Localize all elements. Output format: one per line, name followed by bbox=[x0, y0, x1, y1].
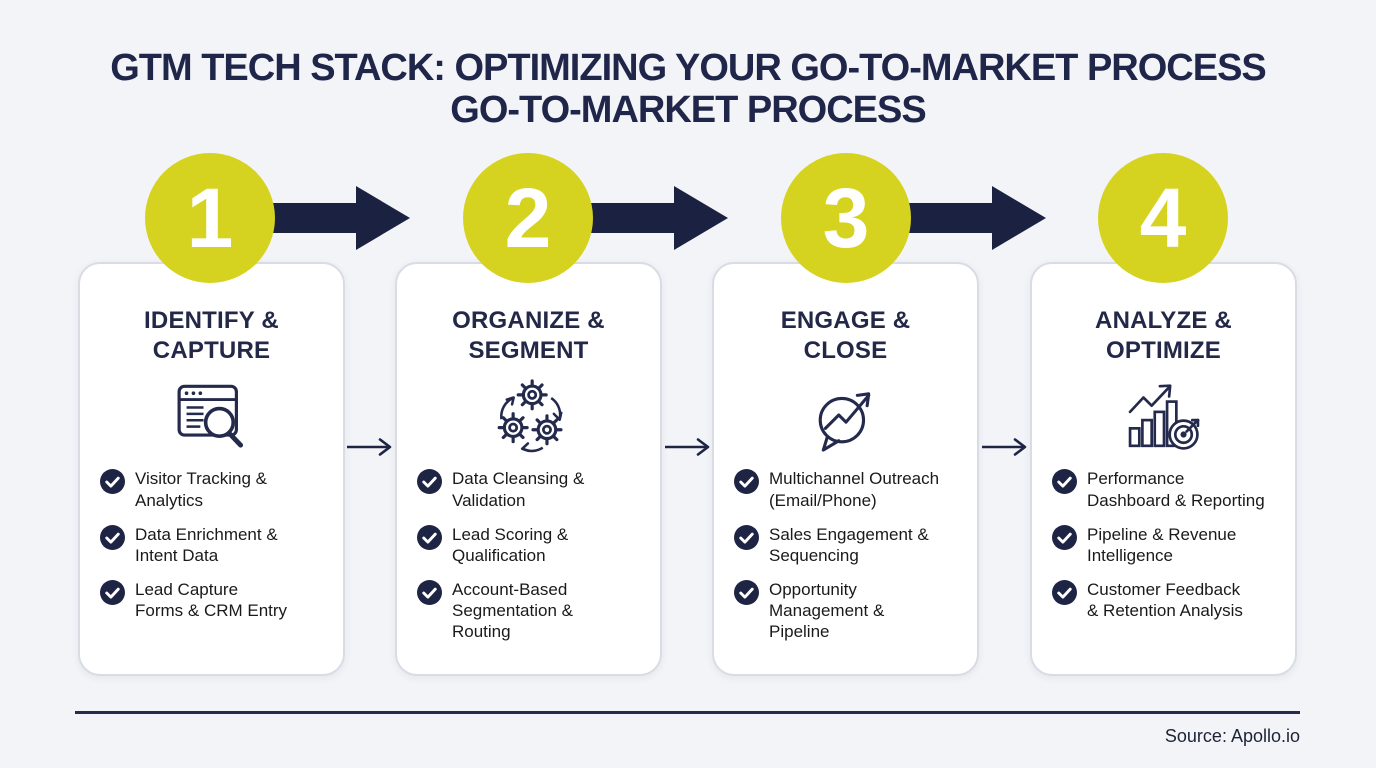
list-item: Pipeline & Revenue Intelligence bbox=[1052, 524, 1287, 566]
check-icon bbox=[100, 524, 125, 550]
list-item-label: Performance Dashboard & Reporting bbox=[1087, 469, 1265, 510]
list-item-label: Sales Engagement & Sequencing bbox=[769, 524, 929, 565]
step-card-engage-close: ENGAGE & CLOSE Multichannel Outreach (Em… bbox=[712, 262, 979, 676]
card-heading: ANALYZE & OPTIMIZE bbox=[1095, 307, 1232, 365]
chart-target-icon bbox=[1032, 372, 1295, 460]
list-item: Lead Capture Forms & CRM Entry bbox=[100, 579, 335, 621]
step-card-identify-capture: IDENTIFY & CAPTURE Visitor Tracking & An… bbox=[78, 262, 345, 676]
step-number: 1 bbox=[186, 170, 234, 265]
step-number-badge-3: 3 bbox=[781, 153, 911, 283]
list-item-label: Customer Feedback & Retention Analysis bbox=[1087, 579, 1243, 620]
step-arrow-icon bbox=[272, 186, 410, 250]
list-item: Sales Engagement & Sequencing bbox=[734, 524, 969, 566]
check-icon bbox=[417, 579, 442, 605]
card-checklist: Multichannel Outreach (Email/Phone) Sale… bbox=[734, 468, 969, 642]
step-arrow-icon bbox=[590, 186, 728, 250]
step-number-badge-1: 1 bbox=[145, 153, 275, 283]
check-icon bbox=[417, 524, 442, 550]
browser-search-icon bbox=[80, 372, 343, 460]
list-item-label: Data Cleansing & Validation bbox=[452, 469, 585, 510]
chat-growth-icon bbox=[714, 372, 977, 460]
title-line-1: GTM TECH STACK: OPTIMIZING YOUR GO-TO-MA… bbox=[110, 47, 1267, 89]
step-card-organize-segment: ORGANIZE & SEGMENT bbox=[395, 262, 662, 676]
card-checklist: Visitor Tracking & Analytics Data Enrich… bbox=[100, 468, 335, 620]
step-number-badge-4: 4 bbox=[1098, 153, 1228, 283]
list-item-label: Lead Capture Forms & CRM Entry bbox=[135, 579, 288, 620]
card-connector-arrow-icon bbox=[347, 438, 392, 456]
list-item-label: Data Enrichment & Intent Data bbox=[135, 524, 278, 565]
list-item-label: Account-Based Segmentation & Routing bbox=[452, 579, 573, 641]
card-checklist: Performance Dashboard & Reporting Pipeli… bbox=[1052, 468, 1287, 620]
title-line-2: GO-TO-MARKET PROCESS bbox=[450, 88, 926, 131]
list-item-label: Opportunity Management & Pipeline bbox=[769, 579, 885, 641]
step-number-badge-2: 2 bbox=[463, 153, 593, 283]
card-heading: ORGANIZE & SEGMENT bbox=[452, 307, 605, 365]
list-item: Opportunity Management & Pipeline bbox=[734, 579, 969, 642]
list-item: Data Enrichment & Intent Data bbox=[100, 524, 335, 566]
page-title: GTM TECH STACK: OPTIMIZING YOUR GO-TO-MA… bbox=[0, 47, 1376, 132]
list-item: Data Cleansing & Validation bbox=[417, 468, 652, 510]
check-icon bbox=[734, 579, 759, 605]
step-number: 4 bbox=[1139, 170, 1187, 265]
list-item: Customer Feedback & Retention Analysis bbox=[1052, 579, 1287, 621]
card-heading: IDENTIFY & CAPTURE bbox=[144, 307, 279, 365]
check-icon bbox=[100, 469, 125, 495]
list-item: Visitor Tracking & Analytics bbox=[100, 468, 335, 510]
step-arrow-icon bbox=[908, 186, 1046, 250]
card-checklist: Data Cleansing & Validation Lead Scoring… bbox=[417, 468, 652, 642]
check-icon bbox=[734, 469, 759, 495]
step-number: 3 bbox=[822, 170, 870, 265]
step-number: 2 bbox=[504, 170, 552, 265]
list-item: Multichannel Outreach (Email/Phone) bbox=[734, 468, 969, 510]
footer-divider bbox=[75, 711, 1300, 714]
check-icon bbox=[100, 579, 125, 605]
list-item-label: Multichannel Outreach (Email/Phone) bbox=[769, 469, 940, 510]
check-icon bbox=[1052, 524, 1077, 550]
list-item: Performance Dashboard & Reporting bbox=[1052, 468, 1287, 510]
card-connector-arrow-icon bbox=[665, 438, 710, 456]
check-icon bbox=[1052, 469, 1077, 495]
card-heading: ENGAGE & CLOSE bbox=[780, 307, 911, 365]
check-icon bbox=[1052, 579, 1077, 605]
check-icon bbox=[734, 524, 759, 550]
list-item-label: Lead Scoring & Qualification bbox=[452, 524, 569, 565]
step-card-analyze-optimize: ANALYZE & OPTIMIZE Performance Dashboar bbox=[1030, 262, 1297, 676]
list-item: Account-Based Segmentation & Routing bbox=[417, 579, 652, 642]
source-attribution: Source: Apollo.io bbox=[1164, 726, 1300, 746]
list-item-label: Visitor Tracking & Analytics bbox=[135, 469, 267, 510]
list-item: Lead Scoring & Qualification bbox=[417, 524, 652, 566]
card-connector-arrow-icon bbox=[982, 438, 1027, 456]
list-item-label: Pipeline & Revenue Intelligence bbox=[1087, 524, 1237, 565]
gears-cycle-icon bbox=[397, 372, 660, 460]
check-icon bbox=[417, 469, 442, 495]
